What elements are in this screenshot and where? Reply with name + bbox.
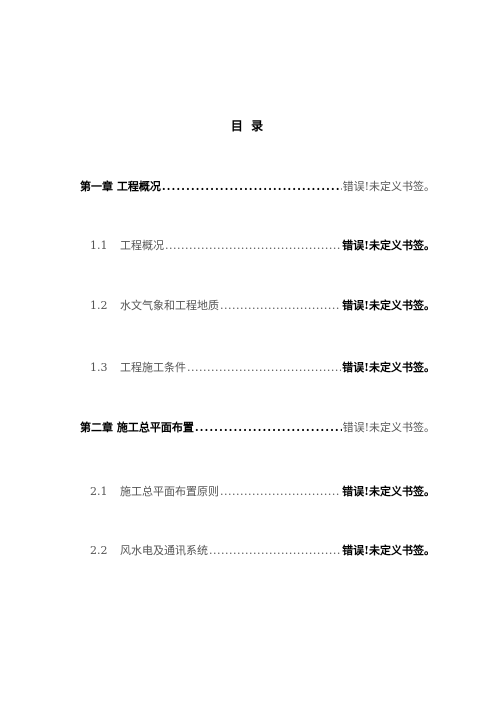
toc-leader-dots: ........................................…: [220, 485, 341, 498]
toc-entry-page-ref: 错误!未定义书签。: [342, 485, 435, 498]
toc-entry-chapter-1[interactable]: 第一章 工程概况 ...............................…: [80, 179, 435, 195]
toc-entry-page-ref: 错误!未定义书签。: [342, 299, 435, 312]
toc-entry-section-1-3[interactable]: 1.3 工程施工条件 ..............................…: [90, 360, 435, 376]
toc-leader-dots: ........................................…: [165, 239, 341, 252]
toc-entry-label: 第一章 工程概况: [80, 180, 161, 193]
toc-entry-section-1-1[interactable]: 1.1 工程概况 ................................…: [90, 238, 435, 254]
toc-entry-label: 1.1 工程概况: [90, 238, 164, 254]
toc-entry-number: 1.2: [90, 299, 108, 312]
toc-entry-text: 水文气象和工程地质: [120, 299, 219, 312]
toc-entry-page-ref: 错误!未定义书签。: [342, 421, 435, 434]
toc-entry-page-ref: 错误!未定义书签。: [342, 361, 435, 374]
toc-entry-label: 第二章 施工总平面布置: [80, 421, 194, 434]
toc-entry-label: 2.1 施工总平面布置原则: [90, 484, 219, 500]
toc-entry-page-ref: 错误!未定义书签。: [342, 239, 435, 252]
toc-entry-number: 1.3: [90, 361, 108, 374]
toc-entry-number: 1.1: [90, 239, 108, 252]
toc-entry-section-2-1[interactable]: 2.1 施工总平面布置原则 ...........................…: [90, 484, 435, 500]
toc-entry-page-ref: 错误!未定义书签。: [342, 180, 435, 193]
toc-entry-label: 1.3 工程施工条件: [90, 360, 186, 376]
toc-entry-section-2-2[interactable]: 2.2 风水电及通讯系统 ............................…: [90, 543, 435, 559]
toc-entry-text: 工程施工条件: [120, 361, 186, 374]
toc-entry-number: 2.2: [90, 544, 108, 557]
toc-entry-text: 风水电及通讯系统: [120, 544, 208, 557]
toc-leader-dots: ........................................…: [187, 361, 342, 374]
toc-leader-dots: ........................................…: [220, 299, 341, 312]
toc-entry-text: 工程概况: [120, 239, 164, 252]
toc-entry-chapter-2[interactable]: 第二章 施工总平面布置 ............................…: [80, 420, 435, 436]
toc-entry-label: 1.2 水文气象和工程地质: [90, 298, 219, 314]
toc-entry-text: 施工总平面布置原则: [120, 485, 219, 498]
toc-entry-number: 2.1: [90, 485, 108, 498]
toc-leader-dots: ........................................…: [194, 421, 342, 434]
toc-leader-dots: ........................................…: [161, 180, 342, 193]
toc-entry-page-ref: 错误!未定义书签。: [342, 544, 435, 557]
toc-entry-label: 2.2 风水电及通讯系统: [90, 543, 208, 559]
toc-leader-dots: ........................................…: [209, 544, 341, 557]
toc-title: 目 录: [230, 119, 266, 133]
toc-entry-section-1-2[interactable]: 1.2 水文气象和工程地质 ...........................…: [90, 298, 435, 314]
